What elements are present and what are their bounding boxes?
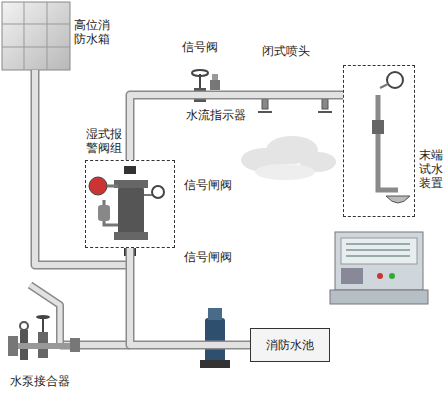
valve-label: 信号阀 [182, 40, 232, 54]
end-test-symbol [372, 72, 410, 203]
valve-label: 信号闸阀 [184, 250, 244, 264]
pool-box: 消防水池 [250, 328, 330, 362]
pump-symbol [200, 308, 230, 368]
connector-label: 水泵接合器 [10, 374, 90, 388]
dashed-group-box: 末端试水装置 [343, 65, 415, 217]
pipe-connector [130, 248, 250, 345]
indicator-label: 水流指示器 [186, 108, 256, 122]
dashed-group-box: 湿式报警阀组 [85, 160, 175, 248]
control-panel [330, 232, 428, 304]
pipe-connector [130, 95, 343, 160]
pump-connector-symbol [8, 315, 80, 360]
pipe [30, 70, 130, 345]
group-heading: 湿式报警阀组 [86, 127, 126, 155]
water-tank [2, 2, 70, 70]
group-heading: 末端试水装置 [419, 148, 443, 190]
sprinkler-label: 闭式喷头 [262, 44, 322, 58]
sprinkler-symbol [258, 99, 332, 112]
spray-cloud [241, 136, 336, 180]
alarm-valve-symbol [89, 166, 164, 256]
box-text: 消防水池 [266, 337, 314, 354]
valve-label: 信号闸阀 [184, 178, 244, 192]
tank-label: 高位消防水箱 [74, 18, 114, 46]
